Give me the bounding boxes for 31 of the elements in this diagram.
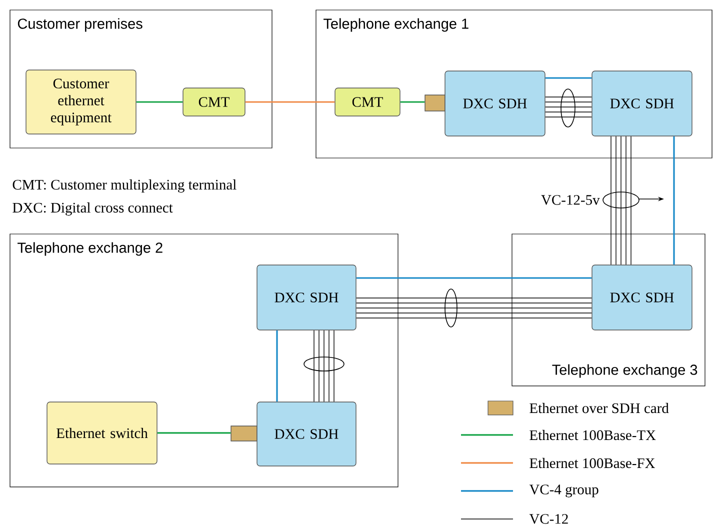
edge-label: VC-12-5v: [541, 195, 600, 205]
line-bundle: [314, 330, 334, 402]
link-line: [157, 432, 231, 434]
dxc-box: DXC SDH: [592, 264, 692, 330]
line-bundle: [356, 298, 592, 318]
dxc-box: DXC SDH: [592, 70, 692, 136]
cmt-box: CMT: [182, 88, 246, 116]
link-line: [276, 330, 278, 402]
legend-text: Ethernet over SDH card: [530, 402, 669, 414]
line-bundle: [545, 96, 592, 118]
legend-text: VC-12: [529, 514, 568, 524]
cmt-box: CMT: [334, 88, 400, 116]
legend-text: Ethernet 100Base-FX: [530, 458, 655, 468]
dxc-box: DXC SDH: [256, 402, 356, 466]
link-line: [545, 77, 592, 79]
dxc-box: DXC SDH: [444, 70, 546, 136]
link-line: [136, 101, 183, 103]
card-box: [424, 94, 446, 112]
card-box: [230, 426, 258, 442]
equipment-box: Customer ethernet equipment: [26, 70, 136, 134]
link-line: [356, 277, 592, 279]
legend-text: Ethernet 100Base-TX: [530, 430, 656, 440]
note-text: CMT: Customer multiplexing terminal: [12, 179, 236, 193]
note-text: DXC: Digital cross connect: [12, 202, 173, 216]
link-line: [673, 136, 675, 265]
dxc-box: DXC SDH: [256, 264, 356, 330]
link-line: [400, 101, 425, 103]
equipment-box: Ethernet switch: [46, 402, 158, 464]
link-line: [245, 101, 335, 103]
line-bundle: [610, 136, 632, 265]
legend-text: VC-4 group: [529, 484, 598, 498]
